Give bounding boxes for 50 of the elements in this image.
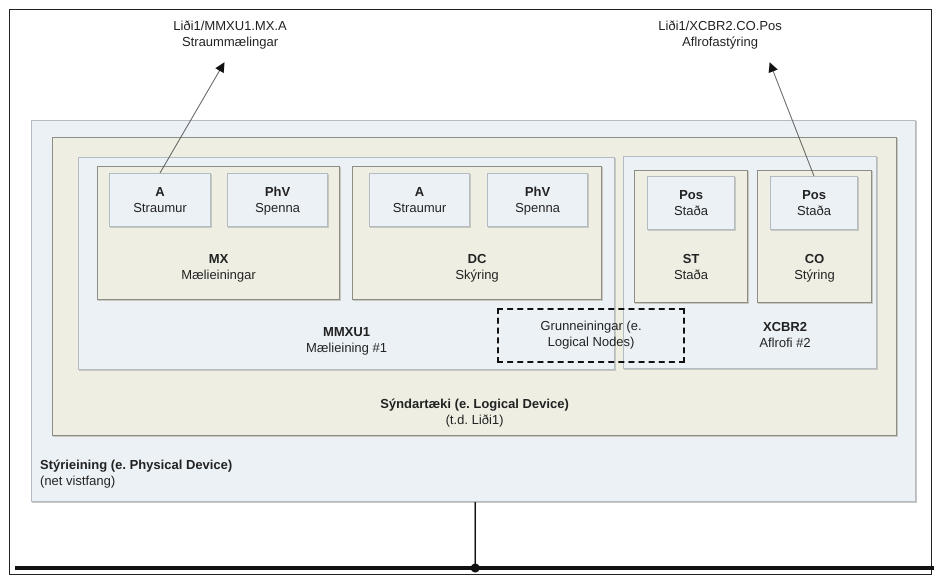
data-attribute-box: [770, 176, 858, 230]
node-subtitle: Mælieiningar: [181, 267, 256, 283]
data-attribute-box: [109, 173, 211, 227]
node-title: Sýndartæki (e. Logical Device): [380, 396, 569, 412]
node-title: PhV: [264, 184, 290, 200]
node-subtitle: (t.d. Liði1): [446, 412, 504, 428]
node-title: ST: [682, 251, 700, 267]
arrow: [768, 62, 814, 176]
node-title: A: [155, 184, 165, 200]
reference-path-label: Liði1/MMXU1.MX.A: [173, 18, 287, 34]
node-subtitle: Spenna: [515, 200, 560, 216]
data-object-box: [634, 170, 748, 303]
node-subtitle: Straumur: [392, 200, 446, 216]
physical-device-panel: [31, 120, 916, 502]
node-subtitle: (net vistfang): [40, 473, 116, 489]
data-object-box: [757, 170, 872, 303]
description-label: Straummælingar: [182, 34, 278, 50]
node-title: XCBR2: [762, 319, 808, 335]
node-subtitle: Staða: [674, 203, 708, 219]
bus-connection-line: [470, 502, 480, 572]
data-attribute-box: [647, 176, 735, 230]
node-subtitle: Aflrofi #2: [759, 335, 811, 351]
node-subtitle: Staða: [674, 267, 708, 283]
node-subtitle: Skýring: [455, 267, 499, 283]
node-title: Pos: [679, 187, 703, 203]
node-subtitle: Stýring: [794, 267, 835, 283]
node-title: A: [414, 184, 424, 200]
node-subtitle: Straumur: [133, 200, 187, 216]
network-bus: [15, 566, 934, 570]
logical-device-panel: [52, 137, 897, 436]
callout-text: Grunneiningar (e. Logical Nodes): [539, 318, 643, 350]
node-title: PhV: [524, 184, 550, 200]
node-title: Stýrieining (e. Physical Device): [40, 457, 232, 473]
data-attribute-box: [369, 173, 470, 227]
dashed-callout-box: [497, 308, 685, 363]
node-subtitle: Mælieining #1: [306, 340, 387, 356]
node-title: MMXU1: [323, 324, 370, 340]
description-label: Aflrofastýring: [682, 34, 758, 50]
data-attribute-box: [227, 173, 328, 227]
node-subtitle: Staða: [797, 203, 831, 219]
arrow: [160, 62, 224, 174]
node-title: MX: [208, 251, 228, 267]
node-title: DC: [468, 251, 486, 267]
node-title: CO: [804, 251, 824, 267]
data-attribute-box: [487, 173, 588, 227]
node-title: Pos: [802, 187, 826, 203]
data-object-box: [352, 166, 602, 300]
node-subtitle: Spenna: [255, 200, 300, 216]
data-object-box: [97, 166, 340, 300]
reference-path-label: Liði1/XCBR2.CO.Pos: [658, 18, 782, 34]
